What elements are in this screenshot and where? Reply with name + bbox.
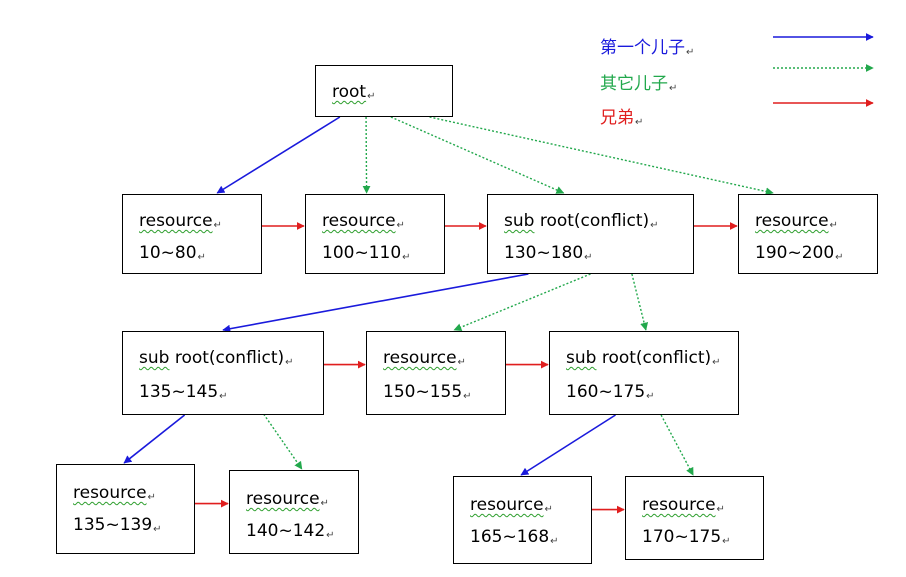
legend-arrows xyxy=(773,33,874,107)
node-label: resource xyxy=(755,211,829,231)
node-subroot-160-175: sub root(conflict)↵ 160~175↵ xyxy=(549,331,739,415)
node-label: resource xyxy=(246,489,320,509)
node-range: 130~180 xyxy=(504,243,584,263)
node-resource-190-200: resource↵ 190~200↵ xyxy=(738,194,878,274)
edges-layer xyxy=(123,116,774,514)
edge-other-child-root-to-sub130_180 xyxy=(390,116,565,194)
node-root-label: root xyxy=(332,82,367,102)
node-label: resource xyxy=(322,211,396,231)
node-sub-word: sub xyxy=(504,211,535,231)
edge-other-child-root-to-r190_200 xyxy=(429,116,774,196)
node-root: root↵ xyxy=(315,65,453,117)
edge-first-child-sub160_175-to-r165_168 xyxy=(520,414,616,476)
legend-first-child-label: 第一个儿子 xyxy=(600,38,685,58)
edge-first-child-sub130_180-to-sub135_145 xyxy=(222,273,529,333)
node-range: 170~175 xyxy=(642,527,722,547)
legend-sibling: 兄弟↵ xyxy=(600,108,644,128)
node-resource-135-139: resource↵ 135~139↵ xyxy=(56,464,195,554)
node-range: 150~155 xyxy=(383,382,463,402)
node-range: 135~145 xyxy=(139,382,219,402)
node-resource-170-175: resource↵ 170~175↵ xyxy=(625,476,764,560)
node-range: 100~110 xyxy=(322,243,402,263)
edge-other-child-sub130_180-to-r150_155 xyxy=(453,273,591,331)
legend-sibling-label: 兄弟 xyxy=(600,108,634,128)
edge-other-child-sub160_175-to-r170_175 xyxy=(660,414,694,476)
node-label: resource xyxy=(470,495,544,515)
edge-other-child-root-to-r100_110 xyxy=(362,116,371,194)
node-resource-100-110: resource↵ 100~110↵ xyxy=(305,194,445,274)
node-subroot-135-145: sub root(conflict)↵ 135~145↵ xyxy=(122,331,324,415)
node-resource-140-142: resource↵ 140~142↵ xyxy=(229,470,359,554)
node-label: resource xyxy=(383,348,457,368)
node-resource-10-80: resource↵ 10~80↵ xyxy=(122,194,262,274)
node-range: 140~142 xyxy=(246,521,326,541)
node-range: 165~168 xyxy=(470,527,550,547)
node-resource-150-155: resource↵ 150~155↵ xyxy=(366,331,506,415)
node-sub-word: sub xyxy=(139,348,170,368)
node-range: 135~139 xyxy=(73,515,153,535)
edge-other-child-sub135_145-to-r140_142 xyxy=(260,410,303,470)
node-label: root(conflict) xyxy=(174,348,285,368)
node-label: root(conflict) xyxy=(539,211,650,231)
node-label: resource xyxy=(73,483,147,503)
node-label: root(conflict) xyxy=(601,348,712,368)
legend-other-child-label: 其它儿子 xyxy=(600,74,668,94)
legend-other-child: 其它儿子↵ xyxy=(600,74,678,94)
node-label: resource xyxy=(642,495,716,515)
node-range: 190~200 xyxy=(755,243,835,263)
node-range: 10~80 xyxy=(139,243,197,263)
node-subroot-130-180: sub root(conflict)↵ 130~180↵ xyxy=(487,194,694,274)
node-resource-165-168: resource↵ 165~168↵ xyxy=(453,476,592,564)
edge-first-child-sub135_145-to-r135_139 xyxy=(123,414,186,464)
node-range: 160~175 xyxy=(566,382,646,402)
edge-first-child-root-to-r10_80 xyxy=(216,116,341,194)
node-label: resource xyxy=(139,211,213,231)
legend-first-child: 第一个儿子↵ xyxy=(600,38,695,58)
node-sub-word: sub xyxy=(566,348,597,368)
edge-other-child-sub130_180-to-sub160_175 xyxy=(631,273,649,331)
